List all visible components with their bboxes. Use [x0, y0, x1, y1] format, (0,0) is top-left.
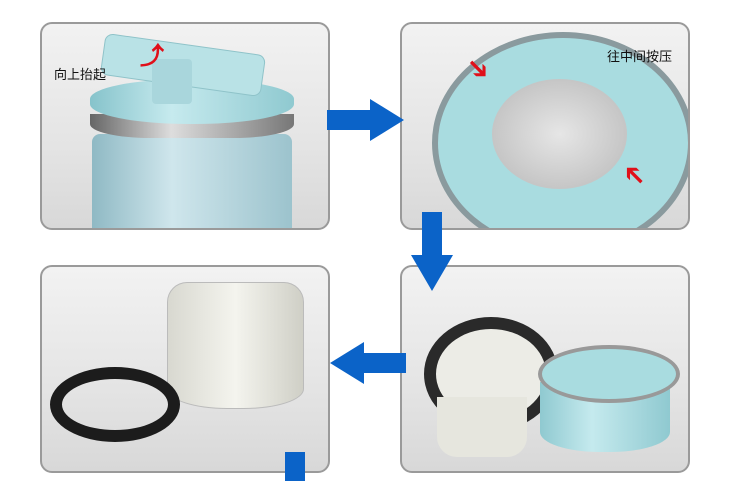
- arrow-down-head: [411, 255, 453, 291]
- step-2-caption: 往中间按压: [607, 50, 673, 65]
- step-3-photo: [400, 265, 690, 473]
- hinge-post: [152, 59, 192, 104]
- step-4-photo: [40, 265, 330, 473]
- white-plug: [167, 282, 304, 409]
- arrow-right-icon: [327, 110, 371, 130]
- red-up-arrow-icon: ⤴: [140, 42, 164, 70]
- arrow-left-icon: [364, 353, 406, 373]
- step-1-caption: 向上抬起: [54, 68, 107, 83]
- lid-center: [492, 79, 627, 189]
- plug-base: [437, 397, 527, 457]
- lid-ring: [432, 32, 688, 228]
- arrow-left-head: [330, 342, 364, 384]
- arrow-right-head: [370, 99, 404, 141]
- step-1-photo: ⤴ 向上抬起: [40, 22, 330, 230]
- bottle-body: [92, 134, 292, 228]
- step-2-photo: ➔ ➔ 往中间按压: [400, 22, 690, 230]
- black-seal-ring: [50, 367, 180, 442]
- arrow-down-icon: [422, 212, 442, 256]
- lid-part-top: [538, 345, 680, 403]
- arrow-down-stub: [285, 452, 305, 481]
